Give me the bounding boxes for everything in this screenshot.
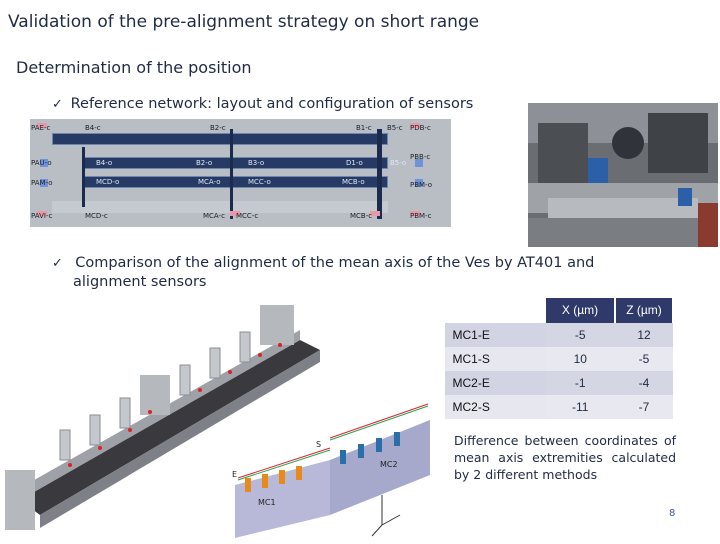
- sensor-label: MCD-c: [85, 212, 108, 220]
- sensor-label: PBM-o: [410, 181, 433, 189]
- sensor-label: B2-c: [210, 124, 226, 132]
- table-note: Difference between coordinates of mean a…: [454, 433, 676, 482]
- cell-z: -4: [615, 371, 673, 395]
- sensor-marker: [40, 179, 48, 187]
- row-label: MC1-E: [444, 322, 546, 347]
- cell-x: 10: [545, 347, 615, 371]
- junction-post: [82, 147, 85, 207]
- mc2-label: MC2: [380, 460, 398, 469]
- sensor-label: PAVI-c: [31, 212, 53, 220]
- bullet-comparison-text: Comparison of the alignment of the mean …: [75, 255, 595, 271]
- e-label: E: [232, 470, 238, 479]
- bullet-layout-text: Reference network: layout and configurat…: [70, 96, 474, 112]
- sensor-marker: [40, 159, 48, 167]
- alignment-table: X (µm) Z (µm) MC1-E -5 12 MC1-S 10 -5 MC…: [444, 297, 674, 419]
- sensor-marker: [410, 123, 420, 128]
- beam-top: [52, 133, 388, 145]
- sensor-label: B1-c: [356, 124, 372, 132]
- table-corner: [444, 297, 546, 323]
- table-row: MC2-E -1 -4: [444, 371, 673, 395]
- sensor-label: B4-c: [85, 124, 101, 132]
- sensor-label: D1-o: [346, 159, 363, 167]
- sensor-marker: [415, 159, 423, 167]
- sensor-marker: [37, 123, 47, 128]
- cell-x: -11: [545, 395, 615, 419]
- sensor-label: MCC-c: [236, 212, 259, 220]
- cell-z: -7: [615, 395, 673, 419]
- beam-bottom: [52, 201, 388, 213]
- junction-post: [377, 129, 382, 219]
- sensor-label: MCA-o: [198, 178, 221, 186]
- sensor-label: B2-o: [196, 159, 213, 167]
- sensor-label: MCB-o: [342, 178, 365, 186]
- checkmark-icon: ✓: [52, 97, 63, 112]
- sensor-label: PBB-c: [410, 153, 431, 161]
- bullet-comparison-text-2: alignment sensors: [73, 274, 207, 290]
- sensor-label: B4-o: [96, 159, 113, 167]
- checkmark-icon: ✓: [52, 256, 63, 271]
- sensor-marker: [415, 179, 423, 187]
- row-label: MC2-E: [444, 371, 546, 395]
- sensor-label: PAU-o: [31, 159, 52, 167]
- lab-setup-photo: [528, 103, 718, 247]
- lab-photo-illustration: [528, 103, 718, 247]
- sensor-marker: [410, 211, 420, 216]
- sensor-marker: [370, 211, 380, 216]
- cell-z: -5: [615, 347, 673, 371]
- sensor-label: PAE-c: [31, 124, 51, 132]
- table-row: MC1-E -5 12: [444, 322, 673, 347]
- slide-title: Validation of the pre-alignment strategy…: [8, 12, 480, 32]
- junction-post: [230, 129, 233, 219]
- beam-upper: [82, 157, 388, 169]
- cell-x: -1: [545, 371, 615, 395]
- sensor-label: MCD-o: [96, 178, 120, 186]
- table-row: MC2-S -11 -7: [444, 395, 673, 419]
- module-3d-render: MC1 MC2 E S: [0, 300, 440, 540]
- sensor-marker: [37, 211, 47, 216]
- sensor-label: MCB-c: [350, 212, 373, 220]
- page-number: 8: [669, 508, 676, 519]
- slide-subtitle: Determination of the position: [16, 58, 252, 77]
- cell-x: -5: [545, 322, 615, 347]
- col-header-x: X (µm): [545, 297, 616, 323]
- row-label: MC2-S: [444, 395, 546, 419]
- sensor-label: PAM-o: [31, 179, 53, 187]
- sensor-label: PBM-c: [410, 212, 432, 220]
- table-row: MC1-S 10 -5: [444, 347, 673, 371]
- sensor-layout-diagram: PAE-c PAU-o PAM-o PAVI-c B4-c B2-c B1-c …: [30, 119, 451, 227]
- render-illustration: [5, 305, 430, 538]
- sensor-label: B5-o: [390, 159, 407, 167]
- bullet-layout: ✓ Reference network: layout and configur…: [52, 96, 473, 112]
- sensor-label: MCC-o: [248, 178, 271, 186]
- table-header-row: X (µm) Z (µm): [444, 297, 674, 323]
- sensor-label: PDB-c: [410, 124, 431, 132]
- col-header-z: Z (µm): [615, 297, 674, 323]
- sensor-marker: [230, 211, 240, 216]
- mc1-label: MC1: [258, 498, 276, 507]
- row-label: MC1-S: [444, 347, 546, 371]
- bullet-comparison: ✓ Comparison of the alignment of the mea…: [52, 254, 698, 291]
- sensor-label: B3-o: [248, 159, 265, 167]
- cell-z: 12: [615, 322, 673, 347]
- sensor-label: MCA-c: [203, 212, 225, 220]
- sensor-label: B5-c: [387, 124, 403, 132]
- s-label: S: [316, 440, 322, 449]
